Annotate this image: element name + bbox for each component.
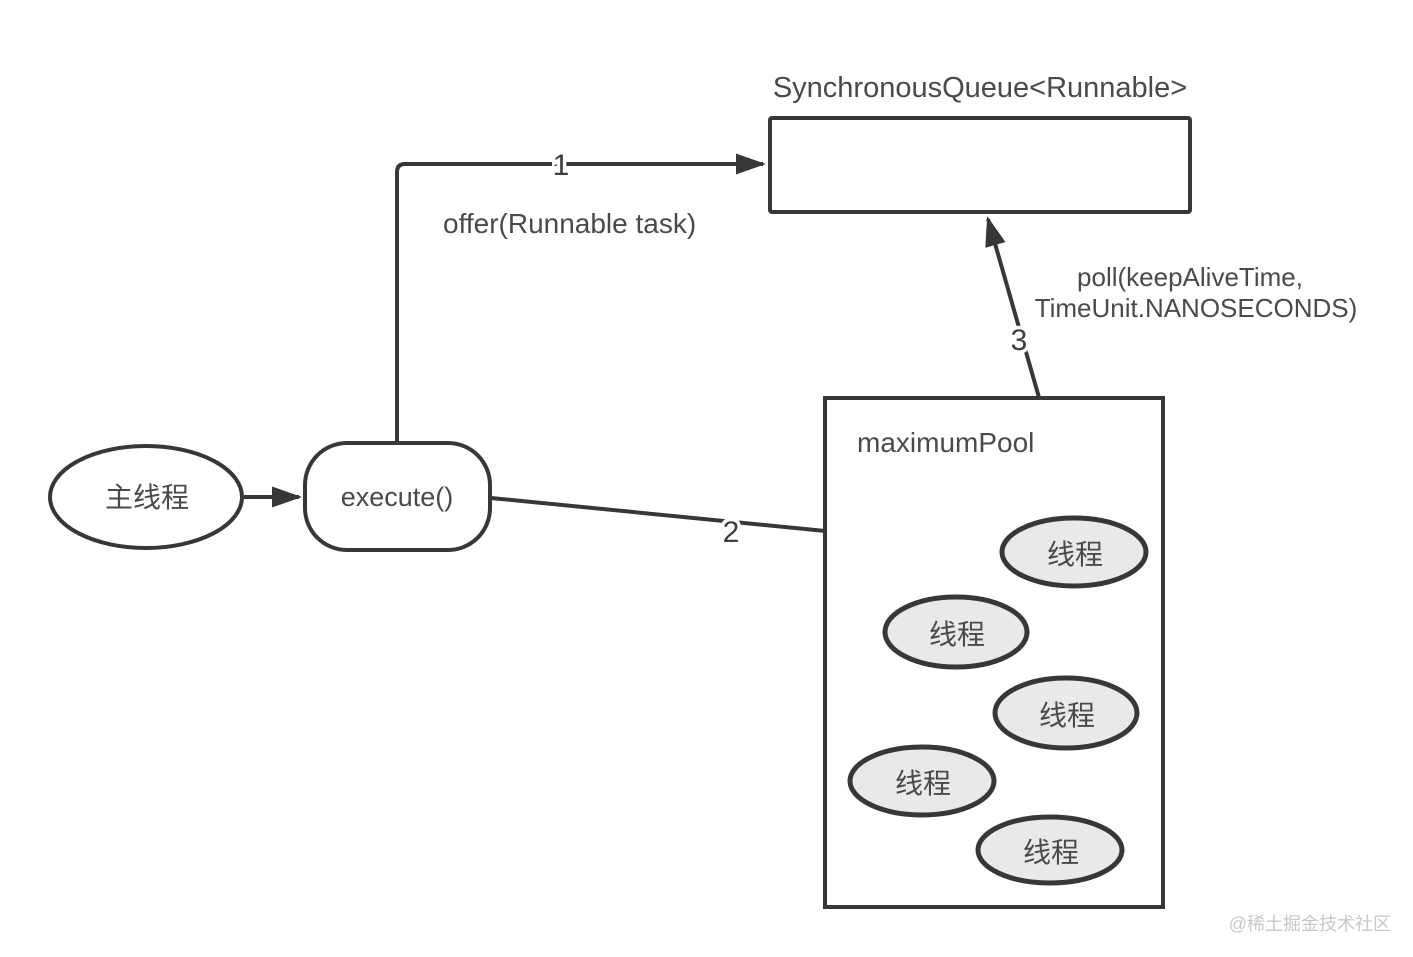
watermark: @稀土掘金技术社区 (1229, 914, 1391, 934)
synchronous-queue-box (768, 116, 1192, 214)
thread-node (847, 744, 997, 818)
thread-group: 线程 线程 线程 线程 线程 (847, 515, 1149, 886)
step-1-label: 1 (553, 149, 570, 182)
execute-node (303, 441, 492, 552)
synchronous-queue-title: SynchronousQueue<Runnable> (773, 72, 1187, 104)
thread-label: 线程 (1039, 700, 1095, 731)
step-2-label: 2 (723, 516, 740, 549)
thread-label: 线程 (895, 768, 951, 799)
thread-node (975, 814, 1125, 886)
arrow-1-offer (395, 153, 766, 444)
step-3-label: 3 (1011, 324, 1028, 357)
main-thread-label: 主线程 (105, 482, 189, 513)
maximum-pool-box (823, 396, 1165, 909)
thread-node (999, 515, 1149, 589)
offer-label: offer(Runnable task) (443, 208, 696, 239)
poll-label-line2: TimeUnit.NANOSECONDS) (1035, 293, 1358, 323)
execute-label: execute() (341, 482, 454, 512)
thread-label: 线程 (1023, 837, 1079, 868)
poll-label-line1: poll(keepAliveTime, (1077, 262, 1303, 292)
thread-node (882, 594, 1030, 670)
maximum-pool-title: maximumPool (857, 427, 1034, 458)
thread-label: 线程 (1047, 539, 1103, 570)
thread-node (992, 675, 1140, 751)
main-thread-node (48, 444, 244, 550)
thread-label: 线程 (929, 619, 985, 650)
